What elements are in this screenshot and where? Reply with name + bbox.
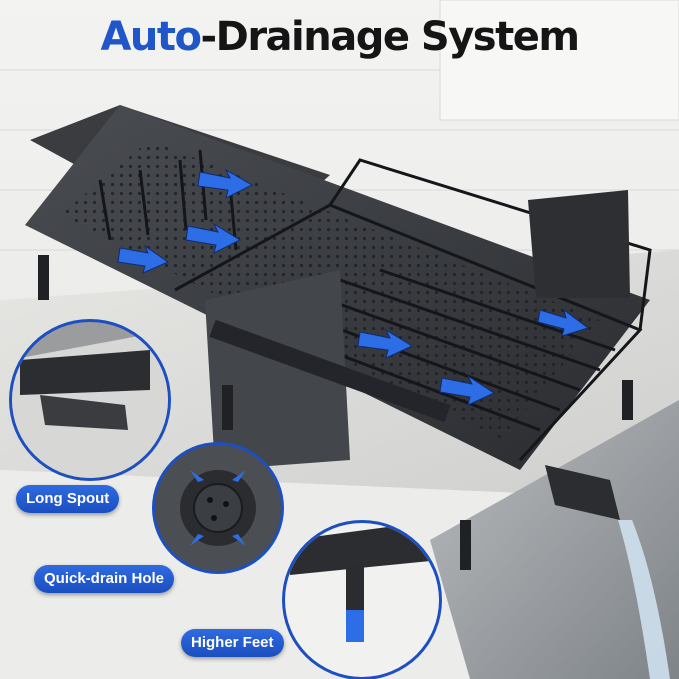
inset-higher-feet: [282, 520, 442, 679]
dish-rack: [25, 105, 652, 570]
drainage-arrows: [117, 168, 590, 406]
title-accent: Auto: [100, 14, 202, 60]
arrow-icon: [232, 470, 246, 482]
inset-arrows: [190, 470, 246, 546]
inset-quick-drain-hole: [152, 442, 284, 574]
page-title: Auto-Drainage System: [0, 14, 679, 60]
title-rest: -Drainage System: [200, 14, 581, 60]
rack-foot: [622, 380, 633, 420]
arrow-icon: [117, 244, 170, 274]
arrow-icon: [439, 374, 496, 406]
callout-long-spout: Long Spout: [16, 485, 120, 513]
utensil-holder: [528, 190, 630, 298]
arrow-icon: [232, 534, 246, 546]
arrow-icon: [190, 470, 204, 482]
callout-higher-feet: Higher Feet: [181, 629, 284, 657]
arrow-icon: [185, 222, 242, 254]
rack-foot: [38, 255, 49, 300]
spout: [545, 465, 620, 520]
rack-foot: [222, 385, 233, 430]
arrow-icon: [197, 168, 254, 199]
arrow-icon: [537, 308, 590, 337]
divider-panel: [205, 270, 350, 470]
arrow-icon: [190, 534, 204, 546]
inset-long-spout: [9, 319, 171, 481]
drain-board: [209, 319, 451, 423]
arrow-icon: [357, 328, 414, 359]
water-stream: [618, 520, 670, 679]
window: [439, 0, 679, 121]
rack-foot: [460, 520, 471, 570]
callout-quick-drain-hole: Quick-drain Hole: [34, 565, 175, 593]
sink: [430, 400, 679, 679]
